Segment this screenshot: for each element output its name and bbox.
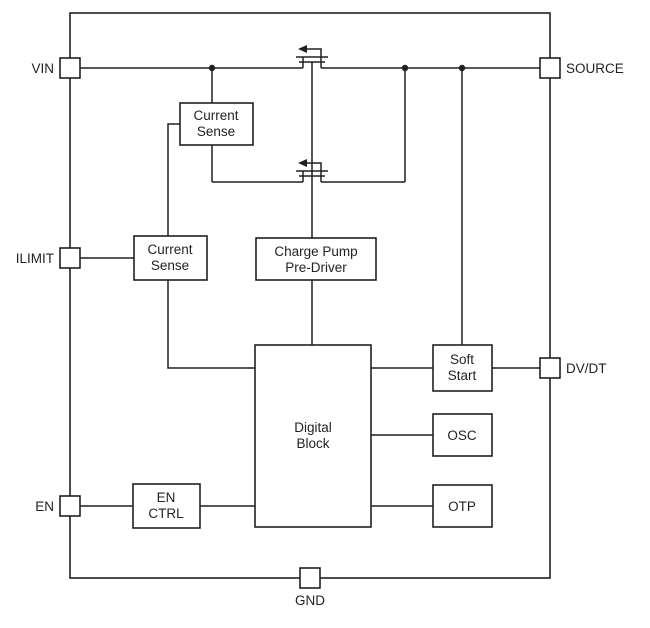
block-current-sense-top: Current Sense (179, 102, 254, 146)
pin-ilimit: ILIMIT (16, 247, 81, 269)
block-current-sense-left: Current Sense (133, 235, 208, 281)
junction-dot (401, 64, 409, 72)
block-charge-pump-pre-driver: Charge Pump Pre-Driver (255, 237, 377, 281)
block-soft-start: Soft Start (432, 344, 493, 392)
block-rect (255, 237, 377, 281)
fet-body-link (306, 48, 322, 57)
pin-square (299, 567, 321, 589)
junction-dot (208, 64, 216, 72)
block-label: Current (147, 242, 192, 257)
pin-source: SOURCE (539, 57, 624, 79)
block-label: OTP (448, 499, 476, 514)
pin-label: VIN (31, 61, 54, 76)
pin-dvdt: DV/DT (539, 357, 607, 379)
block-osc: OSC (432, 413, 493, 457)
block-rect (133, 235, 208, 281)
block-label: Pre-Driver (285, 260, 347, 275)
sense-fet-mosfet-icon (296, 159, 328, 182)
block-label: Soft (450, 352, 474, 367)
pin-vin: VIN (31, 57, 81, 79)
pin-square (539, 357, 561, 379)
pin-label: EN (35, 499, 54, 514)
block-label: Start (448, 368, 477, 383)
pin-label: GND (295, 593, 325, 608)
block-rect (179, 102, 254, 146)
block-label: Sense (197, 124, 235, 139)
pin-label: ILIMIT (16, 251, 54, 266)
block-label: EN (157, 490, 176, 505)
pin-label: DV/DT (566, 361, 607, 376)
pin-square (59, 247, 81, 269)
fet-arrow (298, 159, 307, 167)
block-digital: Digital Block (254, 344, 372, 528)
block-label: Digital (294, 420, 332, 435)
block-label: CTRL (148, 506, 184, 521)
block-otp: OTP (432, 484, 493, 528)
pin-label: SOURCE (566, 61, 624, 76)
block-en-ctrl: EN CTRL (132, 483, 201, 529)
block-label: Current (193, 108, 238, 123)
pin-square (59, 495, 81, 517)
wires (80, 62, 540, 507)
block-label: Block (296, 436, 329, 451)
pin-square (59, 57, 81, 79)
block-label: Charge Pump (274, 244, 357, 259)
block-label: OSC (447, 428, 477, 443)
pin-gnd: GND (295, 567, 325, 608)
block-rect (132, 483, 201, 529)
wire-cs-top-to-cs-left (167, 123, 180, 236)
block-label: Sense (151, 258, 189, 273)
wire-cs-left-to-digital (167, 280, 255, 369)
fet-arrow (298, 45, 307, 53)
junction-dot (458, 64, 466, 72)
pin-en: EN (35, 495, 81, 517)
block-rect (432, 344, 493, 392)
block-rect (432, 484, 493, 528)
block-rect (254, 344, 372, 528)
fet-body-link (306, 162, 322, 171)
pin-square (539, 57, 561, 79)
block-rect (432, 413, 493, 457)
pass-fet-mosfet-icon (296, 45, 328, 68)
